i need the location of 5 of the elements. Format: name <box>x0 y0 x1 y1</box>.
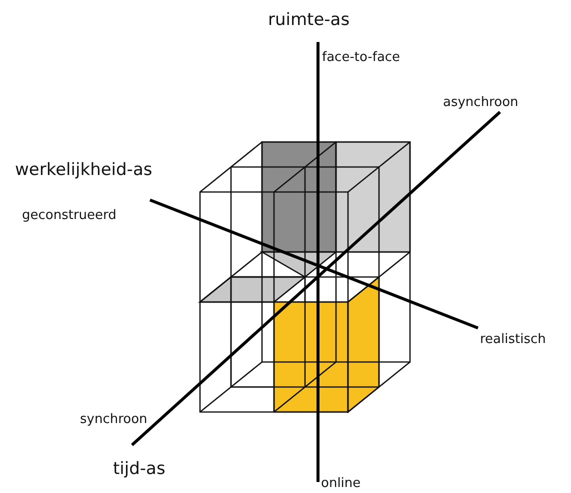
axis-label: synchroon <box>80 412 148 427</box>
axis-label: geconstrueerd <box>22 208 116 223</box>
axis-title: tijd-as <box>113 459 166 479</box>
axis-title: werkelijkheid-as <box>15 160 152 180</box>
axis-label: asynchroon <box>443 95 518 110</box>
